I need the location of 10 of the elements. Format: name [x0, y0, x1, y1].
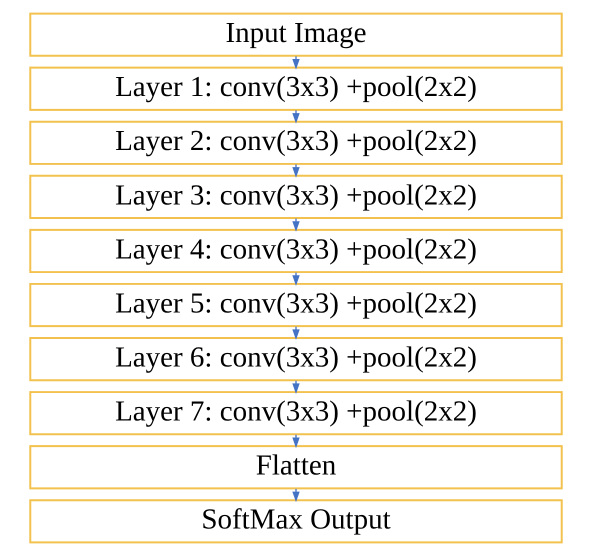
node-box: Layer 5: conv(3x3) +pool(2x2): [29, 282, 563, 328]
node-box: Layer 2: conv(3x3) +pool(2x2): [29, 120, 563, 165]
node-box: SoftMax Output: [29, 499, 563, 544]
node-box: Layer 1: conv(3x3) +pool(2x2): [29, 66, 563, 111]
node-box: Layer 7: conv(3x3) +pool(2x2): [29, 391, 563, 436]
node-box: Layer 6: conv(3x3) +pool(2x2): [29, 337, 563, 382]
node-box: Input Image: [29, 12, 563, 57]
node-box: Flatten: [29, 445, 563, 490]
node-box: Layer 4: conv(3x3) +pool(2x2): [29, 228, 563, 274]
node-box: Layer 3: conv(3x3) +pool(2x2): [29, 174, 563, 219]
